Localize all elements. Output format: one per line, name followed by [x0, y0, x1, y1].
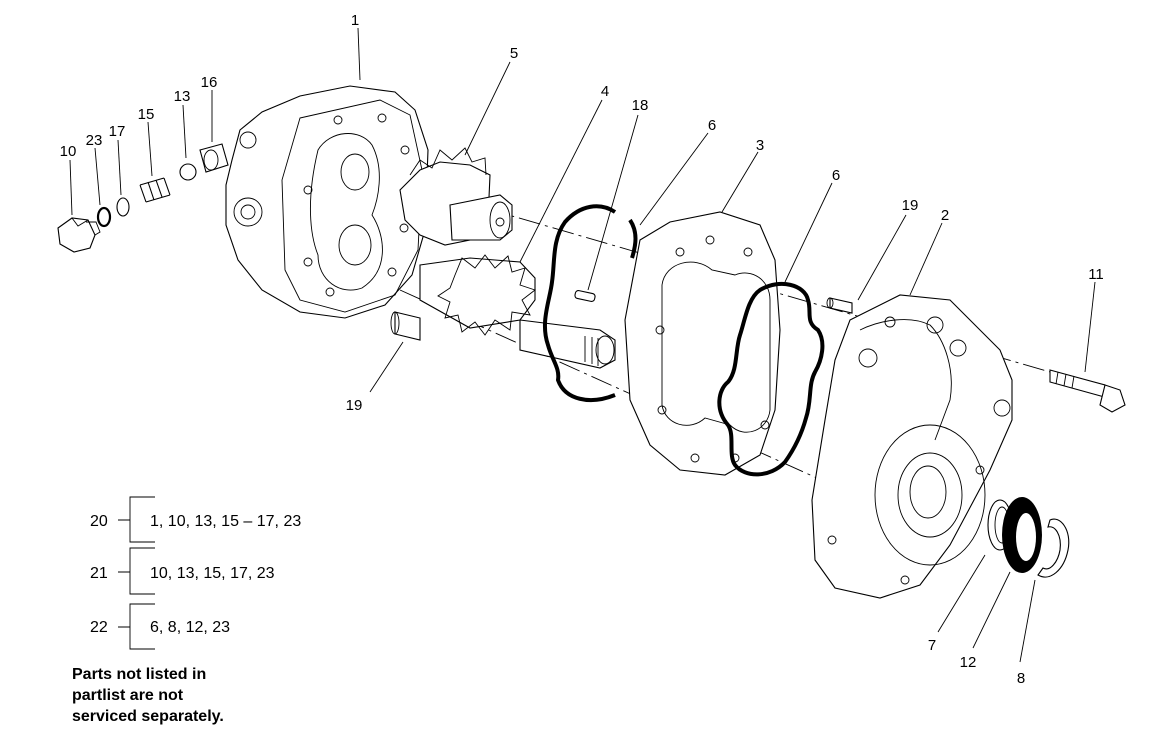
key-part-18 [574, 290, 596, 302]
callout-labels: 1 5 4 18 6 3 6 19 2 11 19 16 13 15 17 23… [60, 12, 1104, 687]
kit-22-id: 22 [90, 619, 108, 636]
kit-20-id: 20 [90, 513, 108, 530]
retaining-ring-part-8 [1037, 518, 1070, 578]
kit-legend-text: 20 1, 10, 13, 15 – 17, 23 21 10, 13, 15,… [90, 513, 301, 636]
drive-gear-part-5 [399, 147, 513, 246]
kit-legend [118, 496, 155, 650]
o-ring-part-6-left [543, 204, 638, 402]
kit-20-parts: 1, 10, 13, 15 – 17, 23 [150, 513, 301, 530]
callout-7: 7 [928, 637, 936, 654]
bolt-part-11 [1049, 369, 1126, 413]
dowel-pin-part-19-upper [826, 297, 853, 314]
callout-23: 23 [86, 132, 103, 149]
hex-plug-part-10 [57, 217, 101, 253]
callout-13: 13 [174, 88, 191, 105]
callout-11: 11 [1088, 266, 1104, 283]
callout-4: 4 [601, 83, 609, 100]
callout-6-right: 6 [832, 167, 840, 184]
callout-8: 8 [1017, 670, 1025, 687]
spring-part-15 [139, 177, 171, 203]
callout-5: 5 [510, 45, 518, 62]
kit-22-parts: 6, 8, 12, 23 [150, 619, 230, 636]
callout-17: 17 [109, 123, 126, 140]
callout-15: 15 [138, 106, 155, 123]
service-note-line-2: partlist are not [72, 687, 184, 704]
callout-12: 12 [960, 654, 977, 671]
callout-2: 2 [941, 207, 949, 224]
driven-gear-part-4 [419, 254, 616, 369]
kit-21-parts: 10, 13, 15, 17, 23 [150, 565, 275, 582]
dowel-pin-part-19-lower [390, 311, 421, 341]
service-note-line-1: Parts not listed in [72, 666, 207, 683]
o-ring-part-6-right [717, 281, 825, 477]
ball-part-13 [179, 163, 197, 181]
leader-lines [69, 27, 1096, 663]
service-note-line-3: serviced separately. [72, 708, 224, 725]
callout-18: 18 [632, 97, 649, 114]
o-ring-part-23 [96, 206, 112, 228]
kit-21-id: 21 [90, 565, 108, 582]
rear-housing-part-2 [811, 294, 1013, 599]
callout-3: 3 [756, 137, 764, 154]
service-note: Parts not listed in partlist are not ser… [72, 664, 224, 727]
callout-1: 1 [351, 12, 359, 29]
gear-body-part-3 [624, 211, 781, 476]
callout-16: 16 [201, 74, 218, 91]
callout-6-left: 6 [708, 117, 716, 134]
callout-19-lower: 19 [346, 397, 363, 414]
callout-10: 10 [60, 143, 77, 160]
plug-part-16 [199, 143, 229, 173]
callout-19-upper: 19 [902, 197, 919, 214]
shim-part-17 [116, 197, 130, 217]
front-housing-part-1 [225, 85, 429, 319]
seal-part-12 [1002, 497, 1042, 573]
